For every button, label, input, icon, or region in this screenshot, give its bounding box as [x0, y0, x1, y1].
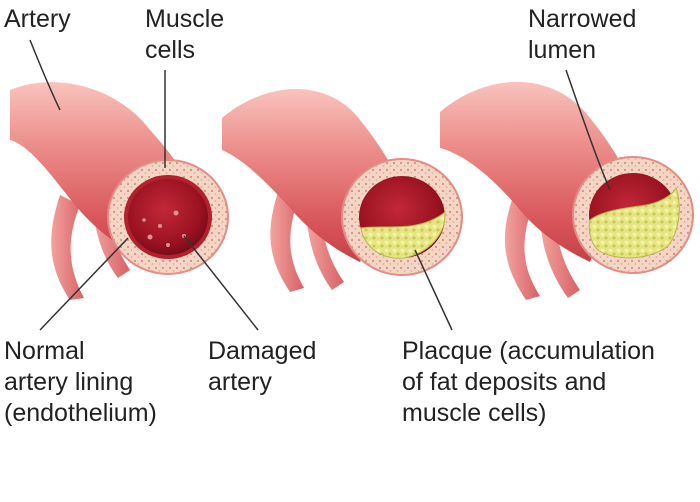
- leader-plaque: [414, 249, 453, 331]
- label-plaque-line-3: muscle cells): [402, 399, 547, 427]
- vessel-normal: [10, 82, 229, 300]
- label-artery-line-1: Artery: [4, 5, 71, 33]
- label-narrowed-lumen-line-1: Narrowed: [528, 5, 637, 33]
- label-narrowed-lumen: Narrowed lumen: [528, 4, 636, 66]
- label-muscle-cells: Muscle cells: [145, 4, 224, 66]
- leader-lines: [29, 39, 611, 331]
- label-damaged-artery: Damaged artery: [208, 336, 316, 398]
- label-damaged-artery-line-1: Damaged: [208, 337, 317, 365]
- vessel-narrowed: [440, 81, 694, 300]
- plaque-deposit-2: [588, 186, 680, 259]
- label-normal-lining: Normal artery lining (endothelium): [4, 336, 157, 429]
- label-plaque-line-1: Placque (accumulation: [402, 337, 655, 365]
- leader-normal-lining: [39, 237, 129, 331]
- vessel-branch-5: [504, 200, 540, 300]
- leader-narrowed-lumen: [565, 69, 611, 191]
- leader-artery: [29, 39, 61, 111]
- label-narrowed-lumen-line-2: lumen: [528, 36, 597, 64]
- vessel-branch-3: [270, 192, 304, 292]
- label-muscle-cells-line-1: Muscle: [145, 5, 225, 33]
- label-normal-lining-line-3: (endothelium): [4, 399, 157, 427]
- label-normal-lining-line-2: artery lining: [4, 368, 134, 396]
- label-normal-lining-line-1: Normal: [4, 337, 85, 365]
- label-artery: Artery: [4, 4, 71, 35]
- vessel-plaque-forming: [222, 88, 463, 292]
- label-plaque-line-2: of fat deposits and: [402, 368, 607, 396]
- label-muscle-cells-line-2: cells: [145, 36, 196, 64]
- label-damaged-artery-line-2: artery: [208, 368, 272, 396]
- endothelium-damage-spots: [142, 210, 186, 247]
- plaque-deposit-1: [360, 210, 446, 259]
- leader-damaged-artery: [183, 235, 259, 331]
- vessel-branch-1: [51, 195, 84, 300]
- label-plaque: Placque (accumulation of fat deposits an…: [402, 336, 655, 429]
